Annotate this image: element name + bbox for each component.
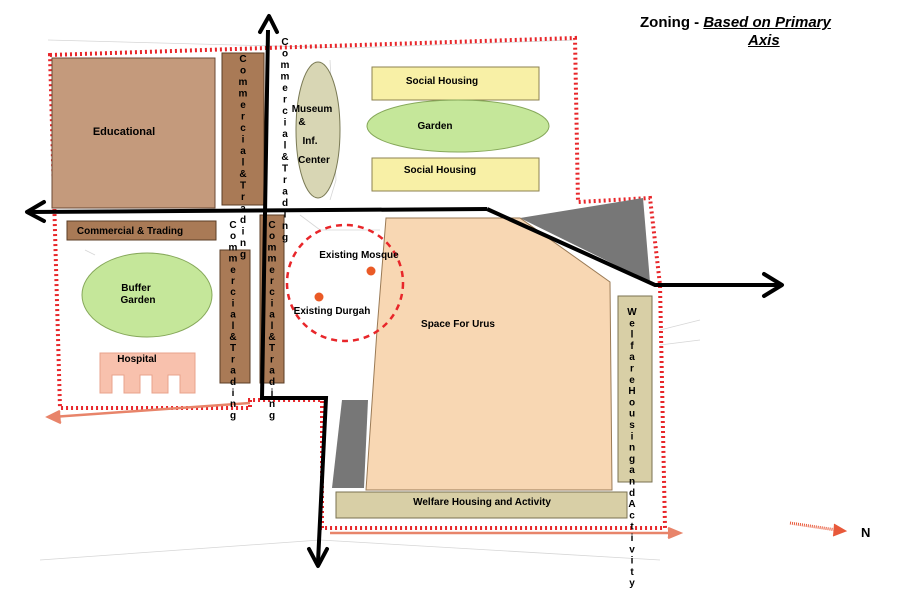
secondary-arrow-east-head bbox=[667, 526, 684, 540]
durgah-marker bbox=[314, 292, 324, 302]
primary-axis-vertical bbox=[259, 29, 329, 563]
primary-axis-horizontal-right bbox=[486, 207, 780, 287]
label-museum-3: Inf. bbox=[303, 136, 318, 147]
zone-welfare-vertical bbox=[617, 295, 653, 483]
label-museum-1: Museum bbox=[292, 104, 333, 115]
secondary-arrows bbox=[45, 401, 684, 540]
label-social-housing-bottom: Social Housing bbox=[404, 165, 476, 176]
arrowhead-west bbox=[25, 200, 46, 223]
north-arrow-head bbox=[832, 523, 848, 537]
secondary-arrow-west bbox=[51, 401, 251, 419]
label-garden: Garden bbox=[417, 121, 452, 132]
label-commercial-horizontal: Commercial & Trading bbox=[77, 226, 183, 237]
zone-garden bbox=[366, 99, 550, 153]
label-social-housing-top: Social Housing bbox=[406, 76, 478, 87]
label-existing-durgah: Existing Durgah bbox=[294, 306, 371, 317]
zone-museum bbox=[295, 61, 341, 199]
zone-grey-triangle bbox=[520, 198, 650, 282]
label-buffer-garden-1: Buffer bbox=[121, 283, 151, 294]
arrowhead-north bbox=[258, 14, 279, 34]
mosque-marker bbox=[366, 266, 376, 276]
primary-axes bbox=[27, 29, 780, 563]
diagram-title: Zoning - Based on Primary Axis bbox=[640, 14, 890, 50]
title-emphasis-2: Axis bbox=[748, 32, 780, 49]
primary-axis-horizontal bbox=[27, 207, 488, 214]
title-emphasis-1: Based on Primary bbox=[703, 14, 831, 31]
zone-hospital bbox=[99, 352, 196, 394]
secondary-arrow-west-head bbox=[45, 409, 62, 425]
north-indicator: N bbox=[789, 521, 870, 540]
label-space-for-urus: Space For Urus bbox=[421, 319, 495, 330]
label-welfare-horizontal: Welfare Housing and Activity bbox=[413, 497, 551, 508]
label-buffer-garden-2: Garden bbox=[120, 295, 155, 306]
zone-commercial-vertical-top bbox=[221, 52, 265, 206]
zone-grey-block bbox=[332, 400, 368, 488]
arrowhead-south bbox=[307, 547, 329, 568]
label-hospital: Hospital bbox=[117, 354, 157, 365]
label-educational: Educational bbox=[93, 126, 155, 138]
zone-commercial-horizontal bbox=[66, 220, 217, 241]
zone-buffer-garden bbox=[81, 252, 213, 338]
arrowhead-east bbox=[762, 272, 784, 298]
title-prefix: Zoning - bbox=[640, 14, 704, 31]
zone-commercial-vertical-lower-left bbox=[219, 249, 251, 384]
zone-social-housing-bottom bbox=[371, 157, 540, 192]
label-museum-2: & bbox=[298, 117, 305, 128]
site-boundary bbox=[47, 35, 668, 530]
label-museum-4: Center bbox=[298, 155, 330, 166]
axis-arrowheads bbox=[25, 14, 784, 568]
label-existing-mosque: Existing Mosque bbox=[319, 250, 399, 261]
north-label: N bbox=[861, 525, 870, 540]
existing-monument-circle bbox=[285, 223, 405, 343]
zone-educational bbox=[51, 57, 216, 209]
zone-space-for-urus bbox=[365, 217, 613, 491]
zone-welfare-horizontal bbox=[335, 491, 628, 519]
